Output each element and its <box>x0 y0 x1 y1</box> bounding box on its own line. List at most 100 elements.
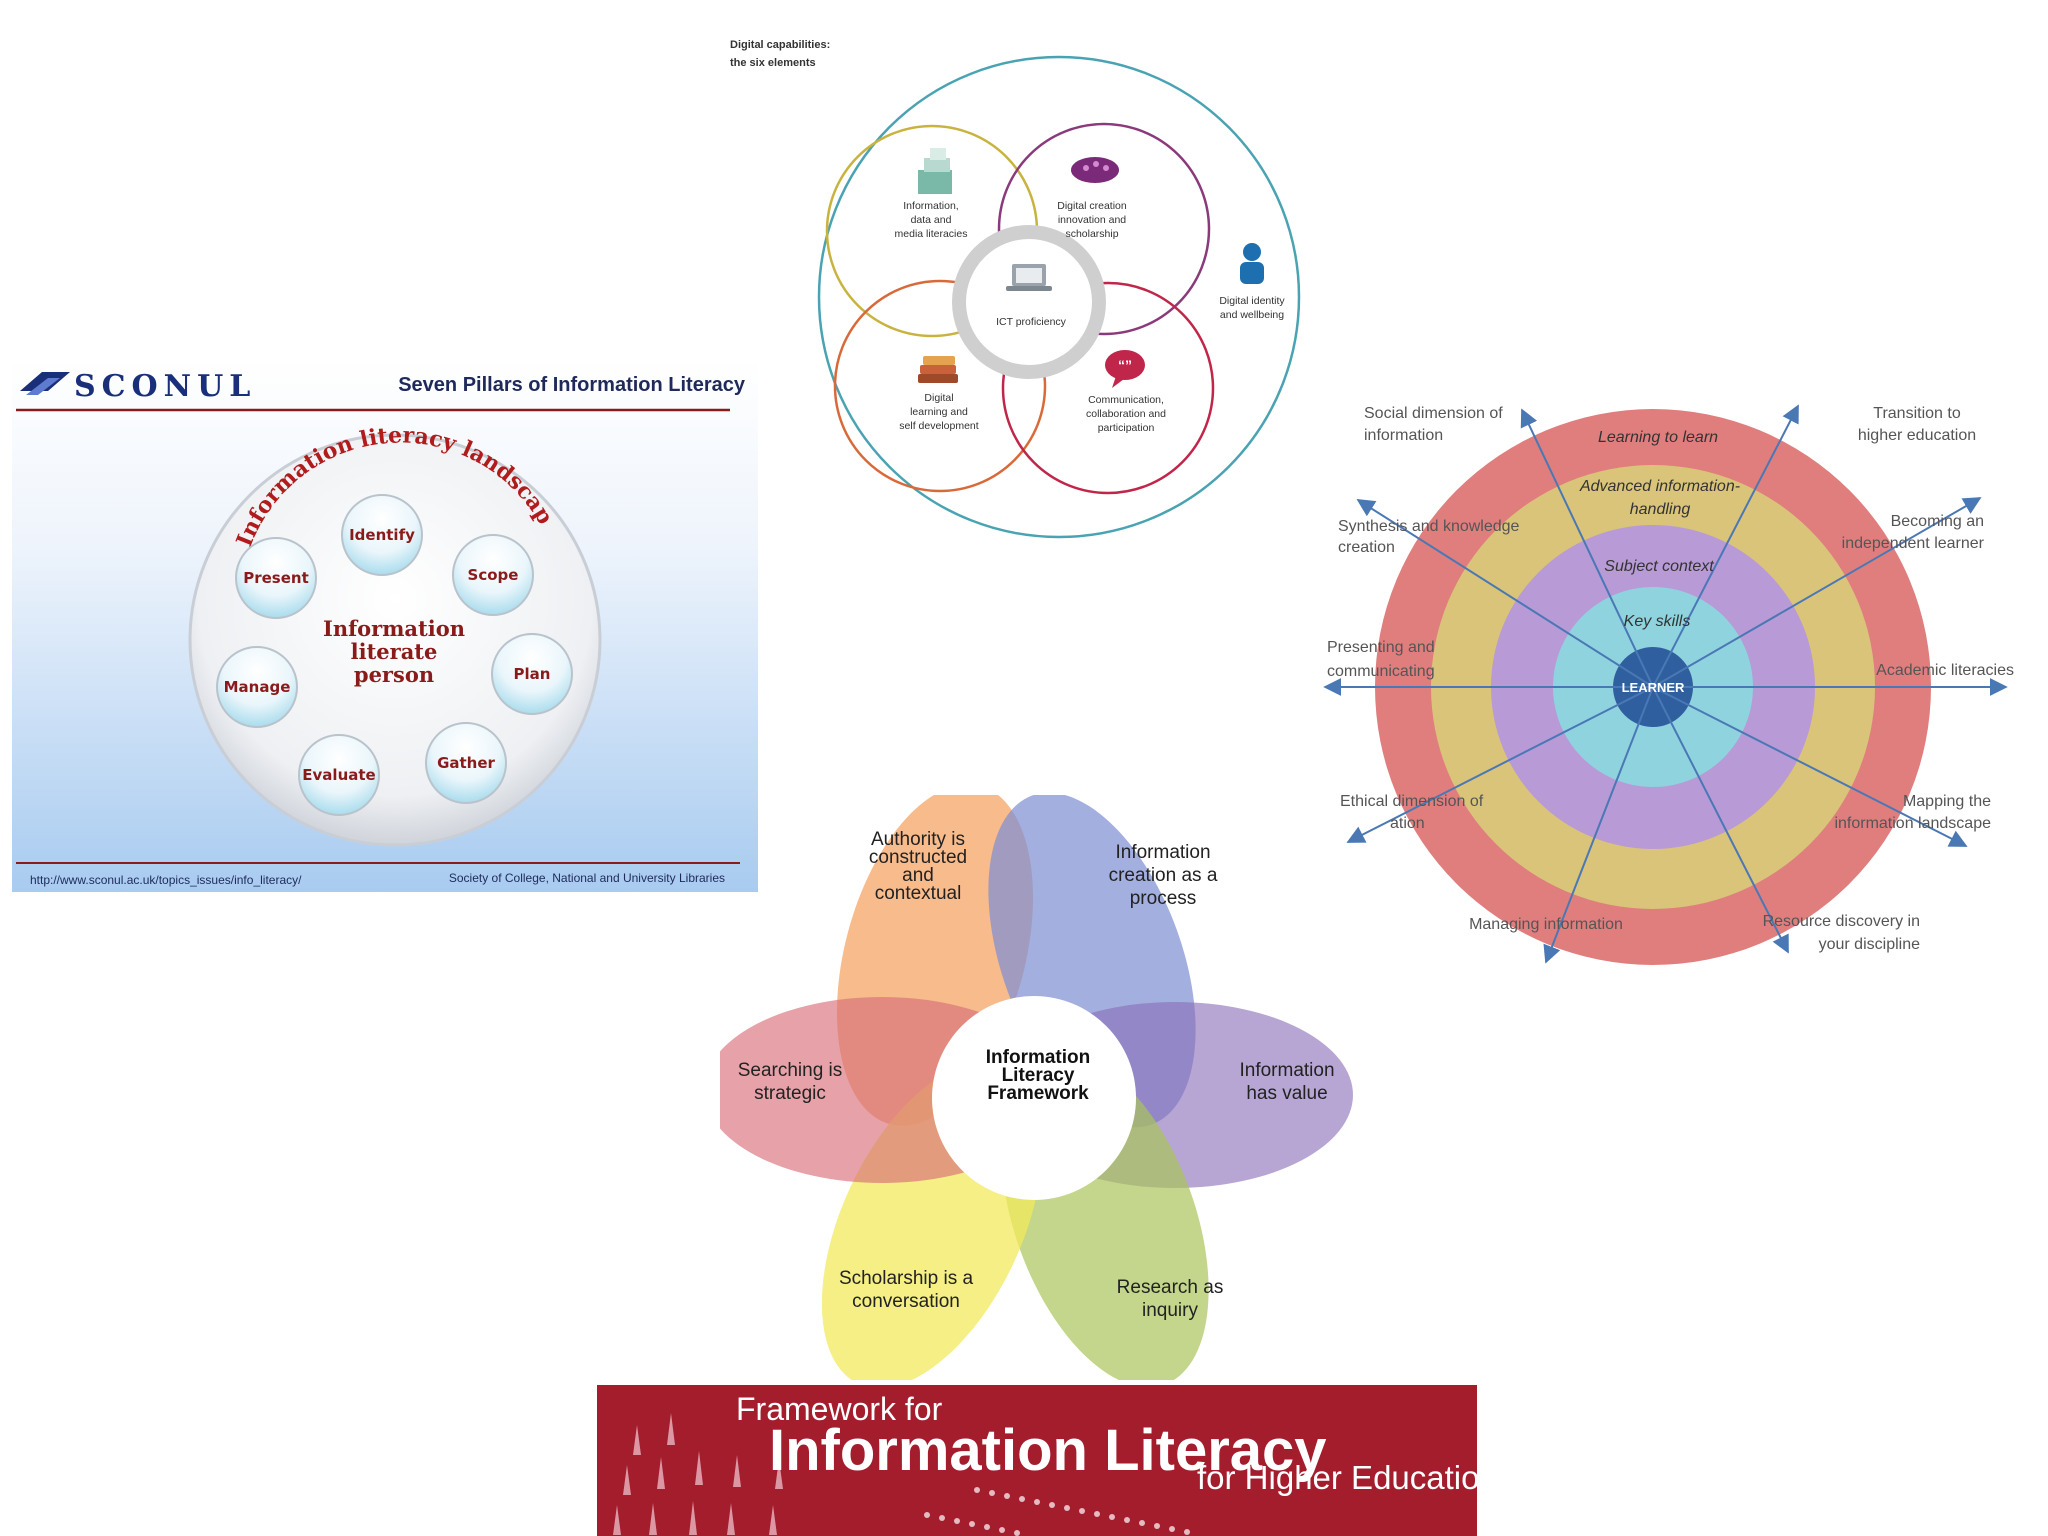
ray-label-managing-information: Managing information <box>1469 916 1623 933</box>
palette-icon <box>1071 157 1119 183</box>
pillar-identify: Identify <box>341 494 423 576</box>
dc-element-2-line-1: Digital creation <box>1057 200 1127 212</box>
dc-element-3-line-2: learning and <box>910 406 968 418</box>
ring-label-learning-to-learn: Learning to learn <box>1598 429 1718 446</box>
dc-center-ring <box>952 225 1106 379</box>
banner-line-1: Framework for <box>736 1391 943 1427</box>
banner-line-3: for Higher Education <box>1197 1459 1477 1496</box>
dc-center-label: ICT proficiency <box>996 316 1067 328</box>
framework-center-disc <box>932 996 1136 1200</box>
ray-label-mapping-line-1: Mapping the <box>1903 793 1991 810</box>
petal-authority-line-3: and <box>902 865 934 886</box>
pillar-plan: Plan <box>491 633 573 715</box>
petal-creation-line-2: creation as a <box>1109 865 1218 886</box>
data-stack-icon <box>918 148 952 194</box>
learner-rings-diagram: LEARNER Learning to learn Advanced infor… <box>1323 404 2014 965</box>
dc-outer-ring <box>817 55 1301 539</box>
sconul-logo-icon <box>20 372 70 395</box>
pillar-manage-label: Manage <box>224 678 291 696</box>
pillar-present: Present <box>235 537 317 619</box>
pillar-scope-label: Scope <box>468 566 519 584</box>
petal-creation-line-3: process <box>1130 888 1197 909</box>
dc-title-line-1: Digital capabilities: <box>730 39 830 51</box>
petal-searching-line-2: strategic <box>754 1083 826 1104</box>
ray-label-becoming-line-1: Becoming an <box>1891 513 1984 530</box>
person-icon <box>1240 243 1264 284</box>
petal-research-line-2: inquiry <box>1142 1300 1198 1321</box>
ray-label-transition-line-1: Transition to <box>1873 405 1961 422</box>
framework-banner: Framework for Information Literacy for H… <box>597 1385 1477 1536</box>
ray-label-social-line-2: information <box>1364 427 1443 444</box>
petal-searching-line-1: Searching is <box>738 1060 843 1081</box>
ray-label-synthesis-line-1: Synthesis and knowledge <box>1338 518 1520 535</box>
banner-dot-trail <box>924 1487 1190 1536</box>
pillar-plan-label: Plan <box>514 665 551 683</box>
speech-bubble-icon: “” <box>1105 350 1145 388</box>
framework-center-line-1: Information <box>986 1047 1091 1068</box>
dc-element-3-line-3: self development <box>899 420 978 432</box>
dc-element-2-line-3: scholarship <box>1065 228 1118 240</box>
sconul-footer-org: Society of College, National and Univers… <box>449 871 725 885</box>
dc-element-4-line-2: collaboration and <box>1086 408 1166 420</box>
ray-label-resource-line-2: your discipline <box>1819 936 1920 953</box>
petal-value-line-2: has value <box>1246 1083 1327 1104</box>
ray-label-presenting-line-2: communicating <box>1327 663 1435 680</box>
sconul-title: Seven Pillars of Information Literacy <box>398 374 746 396</box>
petal-research-line-1: Research as <box>1117 1277 1224 1298</box>
digital-capabilities-diagram: Digital capabilities: the six elements I… <box>730 39 1301 539</box>
petal-authority-line-2: constructed <box>869 847 967 868</box>
dc-element-2-line-2: innovation and <box>1058 214 1126 226</box>
pillar-scope: Scope <box>452 534 534 616</box>
pillar-manage: Manage <box>216 646 298 728</box>
ray-label-mapping-line-2: information landscape <box>1834 815 1991 832</box>
svg-text:“”: “” <box>1118 357 1132 373</box>
pillar-gather-label: Gather <box>437 754 495 772</box>
ray-label-ethical-line-1: Ethical dimension of <box>1340 793 1484 810</box>
ray-label-resource-line-1: Resource discovery in <box>1763 913 1920 930</box>
ray-label-academic-literacies: Academic literacies <box>1876 662 2014 679</box>
petal-value-line-1: Information <box>1239 1060 1334 1081</box>
dc-element-3-line-1: Digital <box>924 392 953 404</box>
ray-label-becoming-line-2: independent learner <box>1842 535 1985 552</box>
framework-center-line-3: Framework <box>987 1083 1089 1104</box>
framework-center-line-2: Literacy <box>1002 1065 1075 1086</box>
banner-line-2: Information Literacy <box>769 1418 1327 1483</box>
ray-label-transition-line-2: higher education <box>1858 427 1976 444</box>
dc-title-line-2: the six elements <box>730 57 816 69</box>
dc-element-4-line-3: participation <box>1098 422 1155 434</box>
pillar-gather: Gather <box>425 722 507 804</box>
dc-element-5-line-1: Digital identity <box>1219 295 1285 307</box>
sconul-logo-text: SCONUL <box>74 369 256 404</box>
dc-element-1-line-2: data and <box>911 214 952 226</box>
learner-rays <box>1323 404 2008 964</box>
laptop-icon <box>1006 264 1052 291</box>
pillar-evaluate-label: Evaluate <box>302 766 375 784</box>
sconul-seven-pillars-slide: SCONUL Seven Pillars of Information Lite… <box>12 358 758 892</box>
pillar-identify-label: Identify <box>349 526 415 544</box>
dc-purple-circle <box>997 122 1211 336</box>
dc-element-5-line-2: and wellbeing <box>1220 309 1284 321</box>
sconul-footer-url: http://www.sconul.ac.uk/topics_issues/in… <box>30 873 302 887</box>
pillar-evaluate: Evaluate <box>298 734 380 816</box>
petal-authority-line-1: Authority is <box>871 829 965 850</box>
ray-label-social-line-1: Social dimension of <box>1364 405 1503 422</box>
banner-arrow-pattern <box>613 1413 783 1535</box>
sconul-center-line-1: Information <box>323 616 465 641</box>
pillar-present-label: Present <box>243 569 309 587</box>
ring-label-advanced-line-1: Advanced information- <box>1579 478 1740 495</box>
dc-element-1-line-1: Information, <box>903 200 958 212</box>
ray-label-ethical-line-2: ation <box>1390 815 1425 832</box>
dc-element-4-line-1: Communication, <box>1088 394 1164 406</box>
ray-label-synthesis-line-2: creation <box>1338 539 1395 556</box>
ring-label-key-skills: Key skills <box>1624 613 1691 630</box>
dc-orange-circle <box>833 279 1047 493</box>
petal-scholarship-line-2: conversation <box>852 1291 960 1312</box>
ring-label-subject-context: Subject context <box>1604 558 1714 575</box>
sconul-center-line-3: person <box>354 662 434 687</box>
petal-authority-line-4: contextual <box>875 883 962 904</box>
learner-center-label: LEARNER <box>1622 680 1685 695</box>
dc-red-circle <box>1001 281 1215 495</box>
ring-label-advanced-line-2: handling <box>1630 501 1691 518</box>
sconul-center-line-2: literate <box>351 639 438 664</box>
ray-label-presenting-line-1: Presenting and <box>1327 639 1435 656</box>
